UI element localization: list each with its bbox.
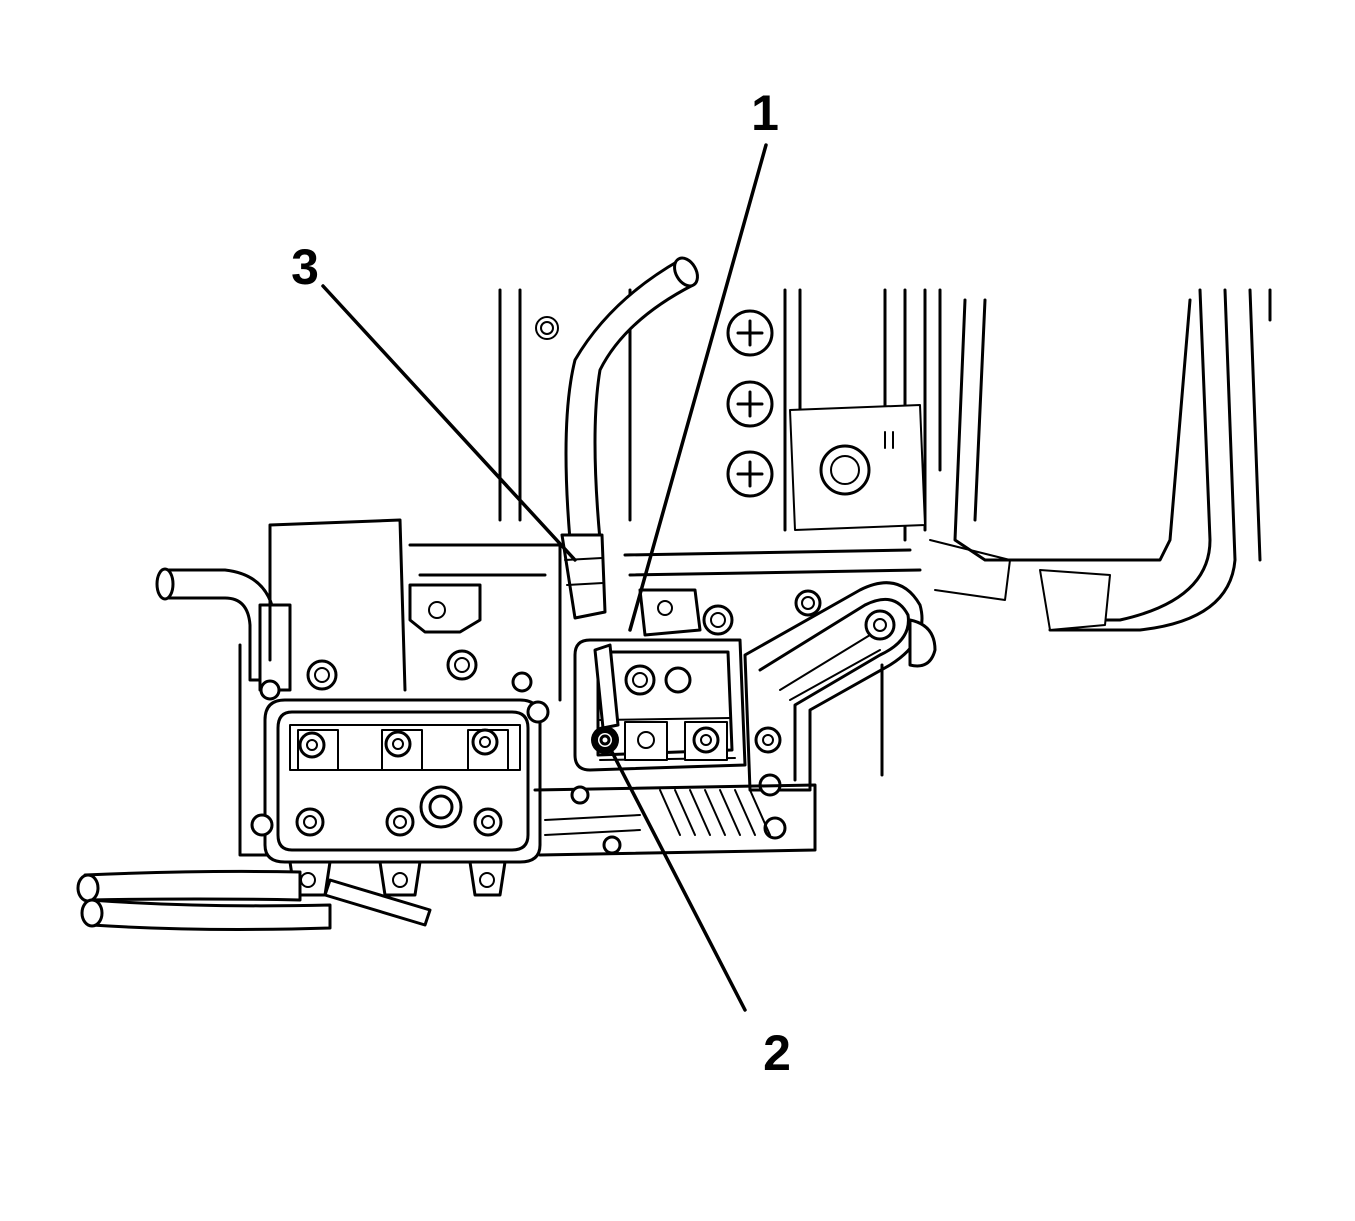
left-mount-bolts <box>259 649 533 701</box>
coolant-hose-upper <box>564 256 699 542</box>
callout-3-label: 3 <box>291 239 319 295</box>
callout-2-label: 2 <box>763 1025 791 1081</box>
terminal-nut <box>591 726 619 754</box>
cover-bolt-lower-middle <box>385 807 415 837</box>
cover-bolt-lower-right <box>473 807 503 837</box>
cover-bolt-center-stud <box>419 785 463 829</box>
callout-1-leader <box>628 143 768 632</box>
callout-1-label: 1 <box>751 85 779 141</box>
phillips-screw-top <box>726 309 774 357</box>
left-cover-plate <box>263 698 542 864</box>
left-pipe-fitting <box>155 567 292 692</box>
heat-sink-fins <box>533 783 817 857</box>
right-arm-manifold <box>743 581 937 840</box>
cover-corner-bolts <box>250 700 550 837</box>
terminal-bolt-upper-right <box>467 728 509 771</box>
lower-mount-lugs <box>288 860 507 897</box>
cover-bolt-lower-left <box>295 807 325 837</box>
phillips-screw-middle <box>726 380 774 428</box>
terminal-bolt-upper-middle <box>381 729 423 771</box>
phillips-screw-bottom <box>726 450 774 498</box>
hose-clamp <box>560 533 607 620</box>
callout-3-leader <box>321 284 577 562</box>
terminal-block-right <box>624 721 728 761</box>
upper-bracket <box>498 288 942 542</box>
lower-cables <box>76 869 432 931</box>
callout-2-leader <box>610 750 747 1012</box>
terminal-bolt-upper-left <box>297 729 339 771</box>
right-frame <box>929 288 1272 632</box>
cable-lead <box>593 643 620 730</box>
